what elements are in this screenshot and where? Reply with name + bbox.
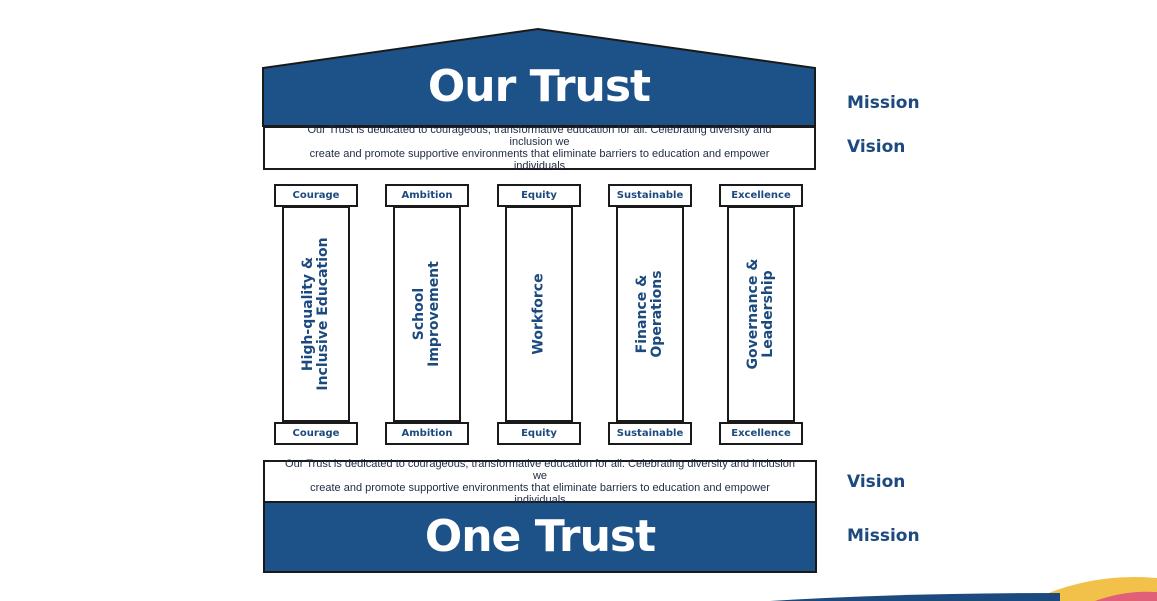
pillar-shaft: High-quality & Inclusive Education xyxy=(282,206,350,422)
top-title: Our Trust xyxy=(427,61,651,112)
top-vision-line-2: create and promote supportive environmen… xyxy=(309,148,770,172)
pillar-bottom-cap: Sustainable xyxy=(608,422,692,445)
pillar-top-cap: Equity xyxy=(497,184,581,207)
pillar-bottom-cap: Excellence xyxy=(719,422,803,445)
pillar-top-cap: Courage xyxy=(274,184,358,207)
pillar-top-cap: Ambition xyxy=(385,184,469,207)
bottom-title: One Trust xyxy=(424,511,656,562)
bottom-vision-statement: Our Trust is dedicated to courageous, tr… xyxy=(263,457,817,506)
roof-shape xyxy=(262,27,816,127)
pillar-shaft: Finance & Operations xyxy=(616,206,684,422)
pillar-label: School Improvement xyxy=(411,261,442,367)
pillar-label: Finance & Operations xyxy=(634,270,665,358)
pillar-shaft: Workforce xyxy=(505,206,573,422)
top-vision-label: Vision xyxy=(847,137,906,157)
decorative-swoosh-navy xyxy=(770,593,1060,601)
pillar-top-cap: Excellence xyxy=(719,184,803,207)
decorative-swoosh-pink xyxy=(1095,591,1157,601)
pillar-label: Governance & Leadership xyxy=(745,258,776,370)
base-shape xyxy=(263,501,817,573)
pillar-label: Workforce xyxy=(530,273,547,355)
pillar-bottom-cap: Equity xyxy=(497,422,581,445)
bottom-mission-label: Mission xyxy=(847,526,920,546)
pillar-bottom-cap: Ambition xyxy=(385,422,469,445)
top-vision-statement: Our Trust is dedicated to courageous, tr… xyxy=(263,124,816,172)
bottom-vision-label: Vision xyxy=(847,472,906,492)
pillar-shaft: School Improvement xyxy=(393,206,461,422)
pillar-bottom-cap: Courage xyxy=(274,422,358,445)
bottom-vision-line-2: create and promote supportive environmen… xyxy=(310,481,770,506)
pillar-label: High-quality & Inclusive Education xyxy=(300,237,331,391)
pillar-top-cap: Sustainable xyxy=(608,184,692,207)
bottom-vision-line-1: Our Trust is dedicated to courageous, tr… xyxy=(285,457,795,482)
top-vision-line-1: Our Trust is dedicated to courageous, tr… xyxy=(307,124,772,148)
top-mission-label: Mission xyxy=(847,93,920,113)
pillar-shaft: Governance & Leadership xyxy=(727,206,795,422)
